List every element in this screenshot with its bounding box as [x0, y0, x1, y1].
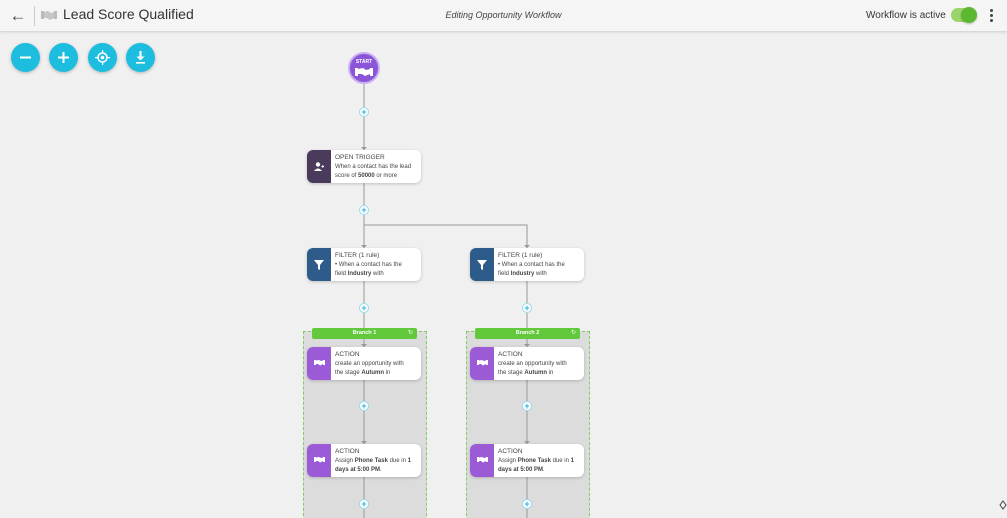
add-step-button[interactable]: + [359, 499, 369, 509]
start-label: START [355, 59, 373, 65]
contact-icon [314, 162, 324, 171]
back-button[interactable]: ← [8, 5, 28, 27]
handshake-icon [477, 360, 488, 366]
action-icon-box [470, 444, 494, 477]
editing-subtitle: Editing Opportunity Workflow [445, 10, 562, 20]
toggle-knob [961, 7, 977, 23]
handshake-icon [355, 68, 373, 76]
add-step-button[interactable]: + [522, 303, 532, 313]
arrow-left-icon: ← [9, 6, 27, 25]
node-title: ACTION [498, 448, 523, 455]
start-node[interactable]: START [348, 52, 380, 84]
action-node[interactable]: ACTION create an opportunity with the st… [470, 347, 584, 380]
page-title: Lead Score Qualified [63, 6, 194, 22]
filter-node[interactable]: FILTER (1 rule) • When a contact has the… [307, 248, 421, 281]
funnel-icon [314, 260, 324, 270]
node-description: create an opportunity with the stage Aut… [335, 361, 404, 376]
top-bar: ← Lead Score Qualified Editing Opportuni… [0, 0, 1007, 32]
action-icon-box [470, 347, 494, 380]
action-node[interactable]: ACTION Assign Phone Task due in 1 days a… [307, 444, 421, 477]
branch-label: Branch 1 [352, 330, 377, 336]
zoom-in-button[interactable] [49, 43, 78, 72]
add-step-button[interactable]: + [359, 107, 369, 117]
node-description: When a contact has the lead score of 500… [335, 164, 412, 179]
action-icon-box [307, 347, 331, 380]
handshake-icon [314, 457, 325, 463]
branch-label: Branch 2 [515, 330, 540, 336]
refresh-icon[interactable]: ↻ [407, 330, 413, 336]
recenter-button[interactable] [88, 43, 117, 72]
open-trigger-node[interactable]: OPEN TRIGGER When a contact has the lead… [307, 150, 421, 183]
node-description: Assign Phone Task due in 1 days at 5:00 … [498, 458, 574, 473]
trigger-icon-box [307, 150, 331, 183]
node-title: OPEN TRIGGER [335, 154, 385, 161]
node-description: • When a contact has the field Industry … [498, 262, 565, 277]
node-title: FILTER (1 rule) [498, 252, 543, 259]
workflow-active-toggle[interactable] [951, 7, 977, 23]
node-description: create an opportunity with the stage Aut… [498, 361, 567, 376]
node-title: ACTION [335, 448, 360, 455]
crosshair-icon [95, 50, 110, 65]
zoom-out-button[interactable] [11, 43, 40, 72]
node-title: FILTER (1 rule) [335, 252, 380, 259]
branch-2-header[interactable]: Branch 2 ↻ [475, 328, 580, 339]
handshake-icon [314, 360, 325, 366]
add-step-button[interactable]: + [359, 205, 369, 215]
handshake-icon [41, 11, 57, 20]
divider [34, 6, 35, 26]
handshake-icon [477, 457, 488, 463]
filter-node[interactable]: FILTER (1 rule) • When a contact has the… [470, 248, 584, 281]
add-step-button[interactable]: + [359, 303, 369, 313]
funnel-icon [477, 260, 487, 270]
diamond-icon[interactable] [999, 500, 1007, 510]
node-description: Assign Phone Task due in 1 days at 5:00 … [335, 458, 411, 473]
action-node[interactable]: ACTION Assign Phone Task due in 1 days a… [470, 444, 584, 477]
more-vertical-icon[interactable] [985, 8, 997, 24]
add-step-button[interactable]: + [359, 401, 369, 411]
node-description: • When a contact has the field Industry … [335, 262, 402, 277]
download-button[interactable] [126, 43, 155, 72]
add-step-button[interactable]: + [522, 499, 532, 509]
refresh-icon[interactable]: ↻ [570, 330, 576, 336]
action-node[interactable]: ACTION create an opportunity with the st… [307, 347, 421, 380]
minus-icon [20, 56, 31, 59]
node-title: ACTION [335, 351, 360, 358]
download-icon [136, 51, 145, 64]
filter-icon-box [307, 248, 331, 281]
node-title: ACTION [498, 351, 523, 358]
action-icon-box [307, 444, 331, 477]
add-step-button[interactable]: + [522, 401, 532, 411]
filter-icon-box [470, 248, 494, 281]
plus-icon [58, 52, 69, 63]
branch-1-header[interactable]: Branch 1 ↻ [312, 328, 417, 339]
workflow-active-label: Workflow is active [866, 10, 946, 21]
